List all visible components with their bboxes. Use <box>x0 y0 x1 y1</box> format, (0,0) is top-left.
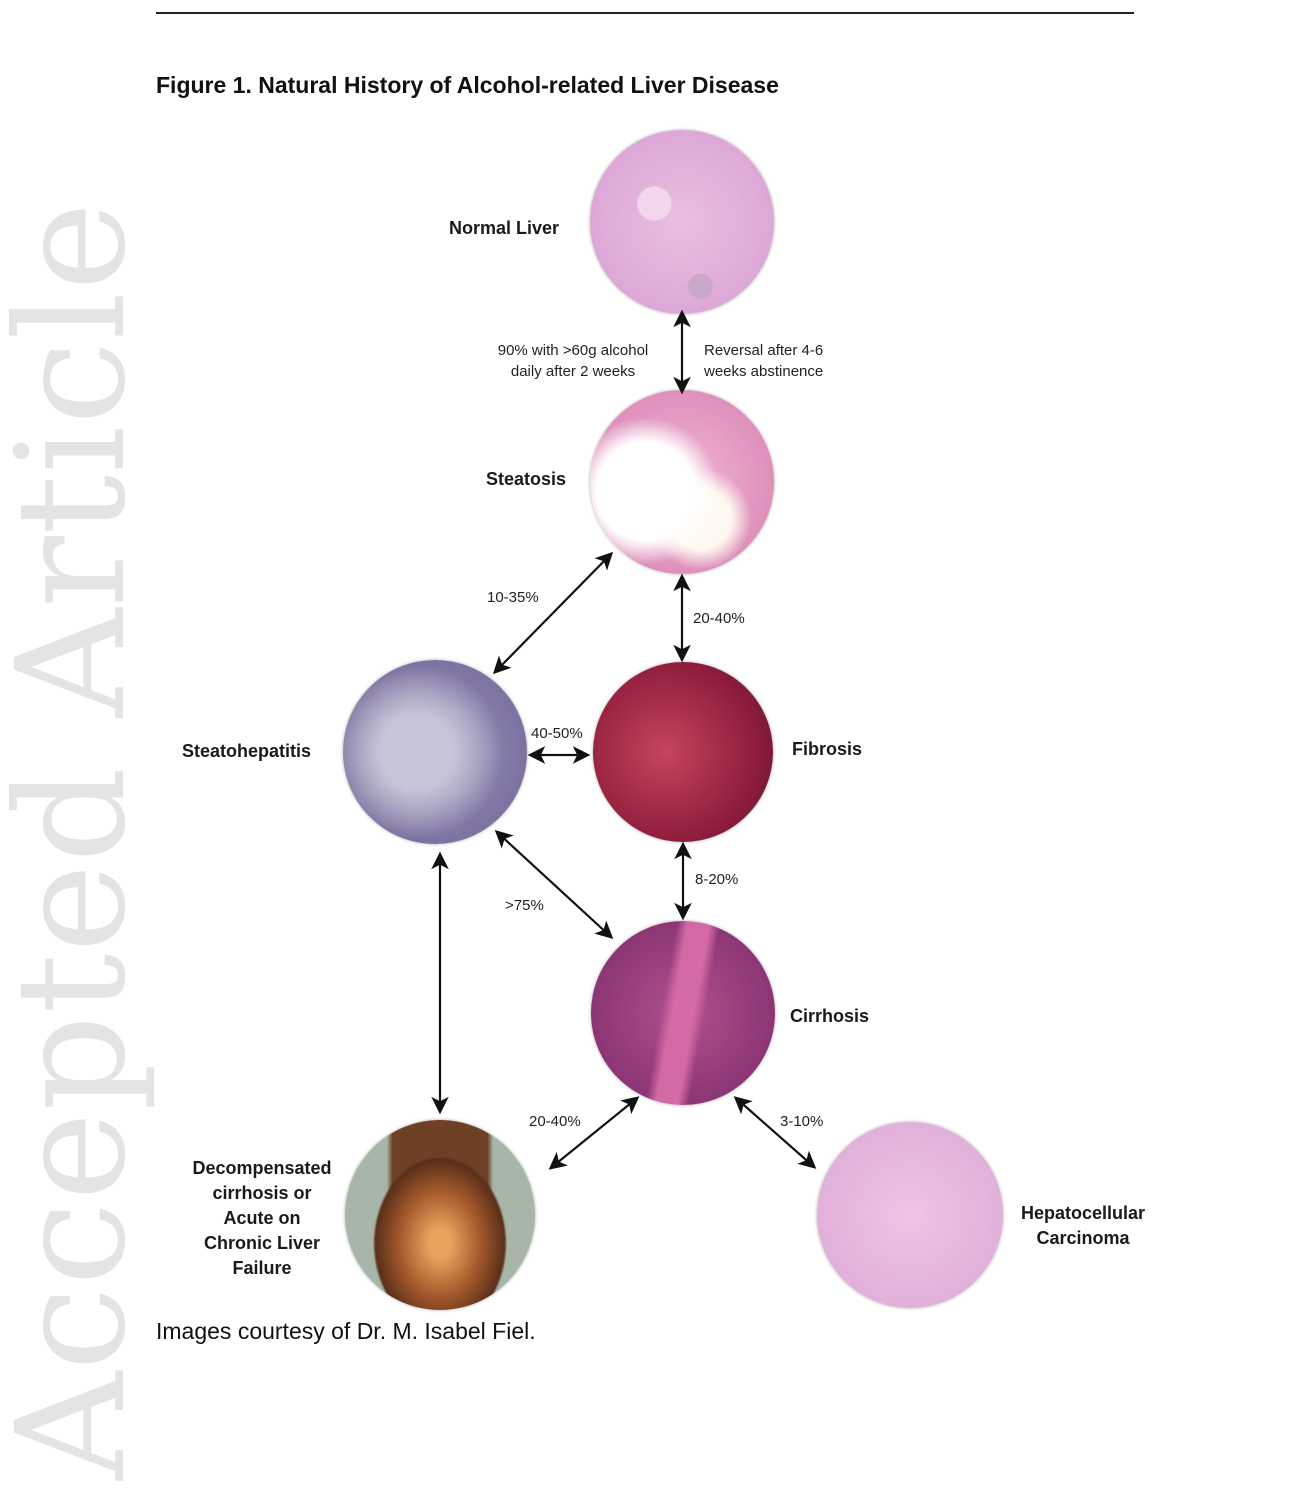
label-cirrhosis: Cirrhosis <box>790 1006 870 1026</box>
steatosis-image <box>590 390 774 574</box>
cirrhosis-image <box>591 921 775 1105</box>
steatohepatitis-image <box>343 660 527 844</box>
label-hcc: Hepatocellular Carcinoma <box>1020 1203 1146 1248</box>
transition-steatosis-fibrosis: 20-40% <box>693 610 745 627</box>
normal-liver-image <box>590 130 774 314</box>
hepatocellular-carcinoma-image <box>817 1122 1003 1308</box>
header-rule <box>156 12 1134 14</box>
transition-cirrhosis-decompensated: 20-40% <box>529 1113 581 1130</box>
transition-normal-steatosis-left: 90% with >60g alcohol daily after 2 week… <box>497 342 649 380</box>
arrow-cirrhosis-decompensated <box>548 1096 640 1170</box>
transition-steatosis-steatohepatitis: 10-35% <box>487 589 539 606</box>
transition-fibrosis-cirrhosis: 8-20% <box>695 871 739 888</box>
transition-steatohepatitis-cirrhosis: >75% <box>505 897 544 914</box>
transition-normal-steatosis-right: Reversal after 4-6 weeks abstinence <box>704 342 824 380</box>
decompensated-cirrhosis-image <box>345 1120 535 1310</box>
figure-caption: Images courtesy of Dr. M. Isabel Fiel. <box>156 1318 536 1344</box>
transition-steatohepatitis-fibrosis: 40-50% <box>531 725 583 742</box>
label-normal-liver: Normal Liver <box>449 218 560 238</box>
arrow-steatohepatitis-cirrhosis <box>494 830 614 939</box>
transition-cirrhosis-hcc: 3-10% <box>780 1113 824 1130</box>
figure-title: Figure 1. Natural History of Alcohol-rel… <box>156 72 779 98</box>
label-steatohepatitis: Steatohepatitis <box>182 741 312 761</box>
arrow-cirrhosis-hcc <box>733 1096 817 1169</box>
label-decompensated: Decompensated cirrhosis or Acute on Chro… <box>192 1158 332 1278</box>
label-steatosis: Steatosis <box>486 469 567 489</box>
fibrosis-image <box>593 662 773 842</box>
label-fibrosis: Fibrosis <box>792 739 863 759</box>
arrow-steatosis-steatohepatitis <box>492 551 614 675</box>
